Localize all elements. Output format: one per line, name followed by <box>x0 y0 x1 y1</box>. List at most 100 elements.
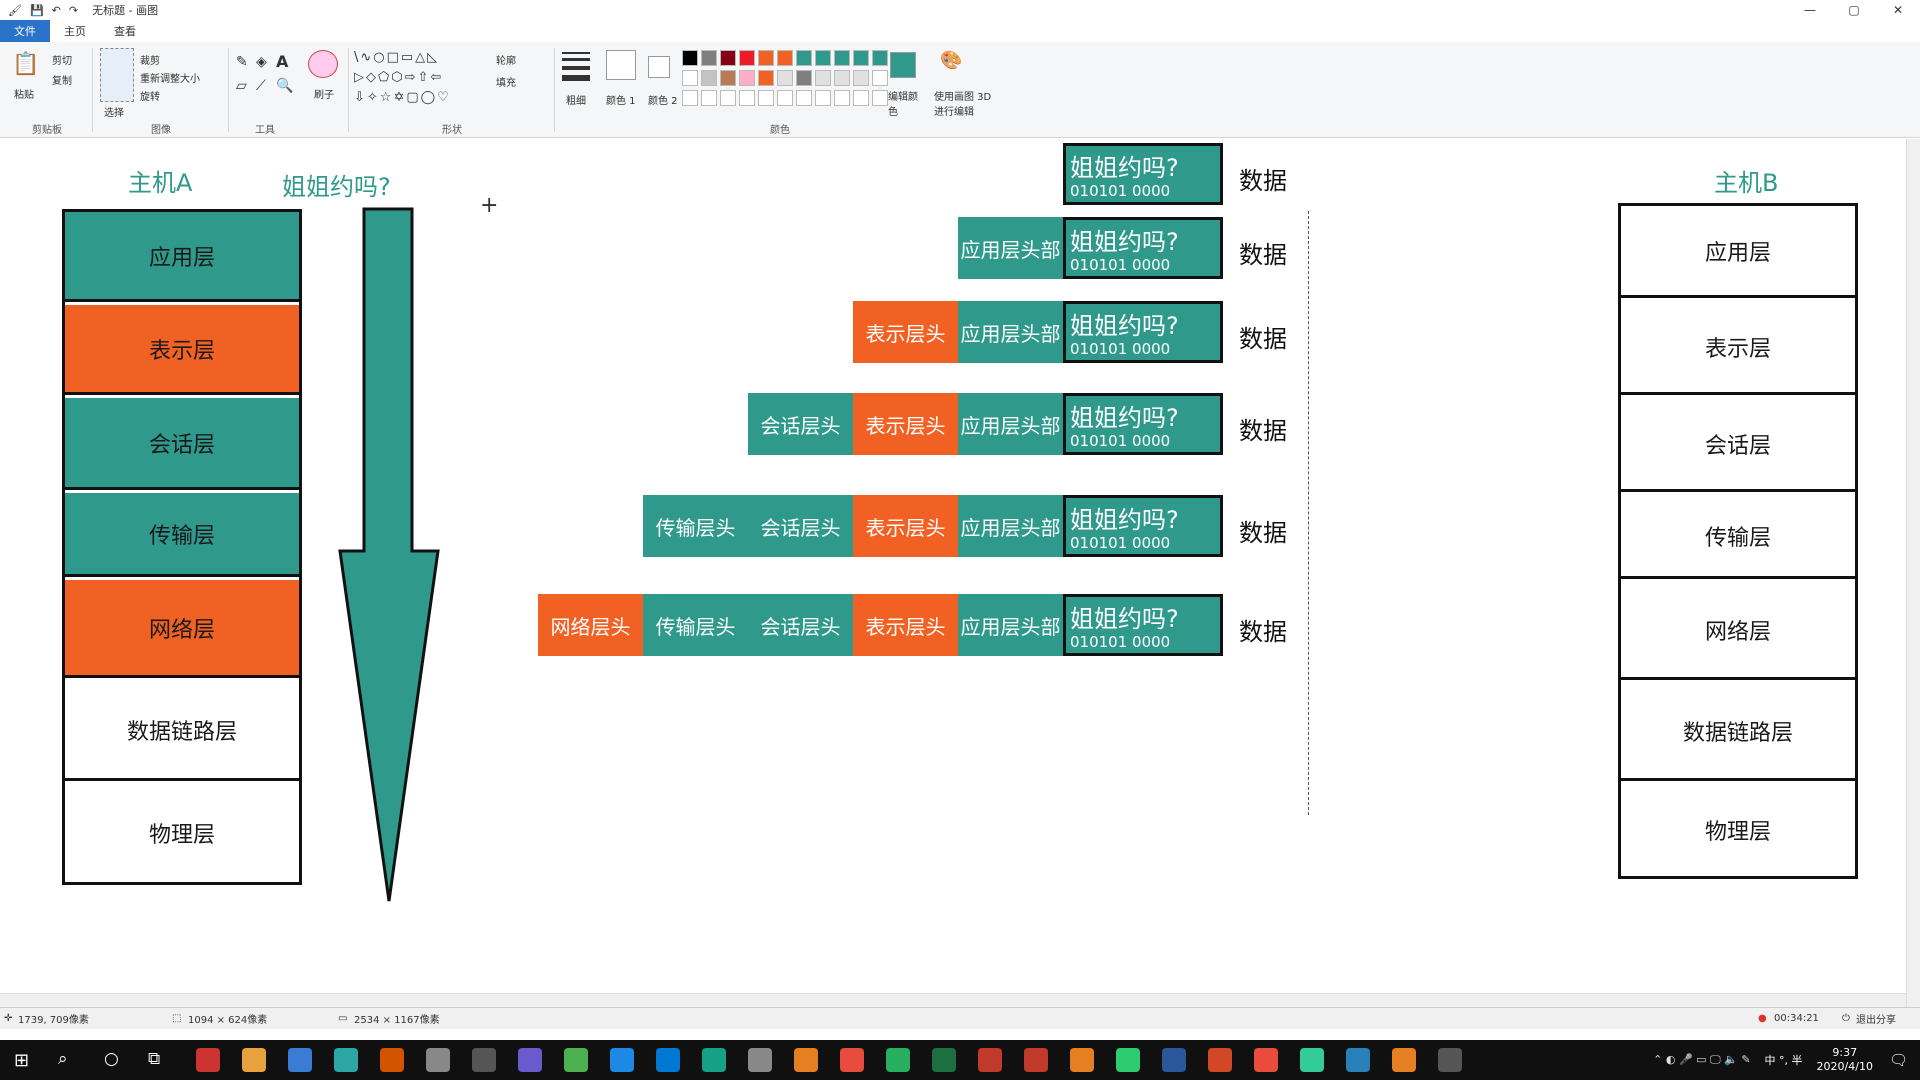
pencil-icon[interactable]: ✎ <box>236 54 248 70</box>
color-swatch[interactable] <box>739 50 755 66</box>
brush-icon[interactable] <box>308 50 338 78</box>
empty-swatch[interactable] <box>834 90 850 106</box>
color-swatch[interactable] <box>720 70 736 86</box>
color-swatch[interactable] <box>758 50 774 66</box>
taskbar-app-icon[interactable] <box>334 1048 358 1072</box>
taskbar-app-icon[interactable] <box>978 1048 1002 1072</box>
drawing-canvas[interactable]: 主机A 姐姐约吗? 应用层 表示层 会话层 传输层 网络层 数据链路层 物理层 … <box>0 139 1906 1007</box>
taskbar-app-icon[interactable] <box>242 1048 266 1072</box>
shapes-row-3[interactable]: ⇩✧☆✡▢◯♡ <box>354 90 451 105</box>
edit-colors-icon[interactable] <box>890 52 916 78</box>
color-swatch[interactable] <box>682 50 698 66</box>
color-swatch[interactable] <box>758 70 774 86</box>
empty-swatch[interactable] <box>682 90 698 106</box>
taskbar-app-icon[interactable] <box>1392 1048 1416 1072</box>
fill-button[interactable]: 填充 <box>496 78 516 89</box>
paste-icon[interactable]: 📋 <box>12 52 40 77</box>
taskbar-app-icon[interactable] <box>380 1048 404 1072</box>
redo-icon[interactable]: ↷ <box>68 3 79 17</box>
color-swatch[interactable] <box>682 70 698 86</box>
resize-button[interactable]: 重新调整大小 <box>140 74 200 85</box>
text-icon[interactable]: A <box>276 52 289 71</box>
color1-label[interactable]: 颜色 1 <box>606 96 636 107</box>
cortana-icon[interactable]: ○ <box>104 1049 119 1069</box>
color-swatch[interactable] <box>834 50 850 66</box>
search-icon[interactable]: ⌕ <box>58 1049 68 1069</box>
undo-icon[interactable]: ↶ <box>51 3 61 17</box>
select-button[interactable] <box>100 48 134 102</box>
taskbar-app-icon[interactable] <box>288 1048 312 1072</box>
shapes-row-2[interactable]: ▷◇⬠⬡⇨⇧⇦ <box>354 70 444 85</box>
color-swatch[interactable] <box>815 70 831 86</box>
tab-home[interactable]: 主页 <box>64 25 86 38</box>
color-swatch[interactable] <box>701 70 717 86</box>
taskbar-app-icon[interactable] <box>840 1048 864 1072</box>
size-icon[interactable] <box>562 75 590 81</box>
clock[interactable]: 9:37 2020/4/10 <box>1817 1046 1873 1074</box>
empty-swatch[interactable] <box>872 90 888 106</box>
color1-swatch[interactable] <box>606 50 636 80</box>
copy-button[interactable]: 复制 <box>52 76 72 87</box>
taskbar-app-icon[interactable] <box>1438 1048 1462 1072</box>
empty-swatch[interactable] <box>701 90 717 106</box>
tab-view[interactable]: 查看 <box>114 25 136 38</box>
empty-swatch[interactable] <box>872 70 888 86</box>
empty-swatch[interactable] <box>815 90 831 106</box>
brush-label[interactable]: 刷子 <box>314 90 334 101</box>
vertical-scrollbar[interactable] <box>1906 139 1920 1007</box>
color2-swatch[interactable] <box>648 56 670 78</box>
color-swatch[interactable] <box>777 50 793 66</box>
taskbar-app-icon[interactable] <box>748 1048 772 1072</box>
empty-swatch[interactable] <box>720 90 736 106</box>
task-view-icon[interactable]: ⧉ <box>148 1049 161 1069</box>
color-swatch[interactable] <box>739 70 755 86</box>
empty-swatch[interactable] <box>739 90 755 106</box>
paint3d-button[interactable]: 使用画图 3D 进行编辑 <box>934 92 992 118</box>
taskbar-app-icon[interactable] <box>1024 1048 1048 1072</box>
taskbar-app-icon[interactable] <box>1116 1048 1140 1072</box>
empty-swatch[interactable] <box>796 90 812 106</box>
start-icon[interactable]: ⊞ <box>14 1050 30 1071</box>
taskbar-app-icon[interactable] <box>656 1048 680 1072</box>
color-swatch[interactable] <box>815 50 831 66</box>
save-icon[interactable]: 💾 <box>29 3 44 17</box>
empty-swatch[interactable] <box>758 90 774 106</box>
eraser-icon[interactable]: ▱ <box>236 78 247 94</box>
taskbar-app-icon[interactable] <box>702 1048 726 1072</box>
empty-swatch[interactable] <box>853 90 869 106</box>
taskbar-app-icon[interactable] <box>1254 1048 1278 1072</box>
taskbar-app-icon[interactable] <box>1162 1048 1186 1072</box>
rotate-button[interactable]: 旋转 <box>140 92 160 103</box>
magnifier-icon[interactable]: 🔍 <box>276 78 294 94</box>
tab-file[interactable]: 文件 <box>0 20 50 42</box>
exit-share-icon[interactable]: ⏻ <box>1842 1013 1850 1024</box>
crop-button[interactable]: 裁剪 <box>140 56 160 67</box>
color-swatch[interactable] <box>853 70 869 86</box>
taskbar-app-icon[interactable] <box>932 1048 956 1072</box>
empty-swatch[interactable] <box>777 90 793 106</box>
color-swatch[interactable] <box>720 50 736 66</box>
paint3d-icon[interactable]: 🎨 <box>940 50 963 71</box>
color-swatch[interactable] <box>834 70 850 86</box>
color-swatch[interactable] <box>796 50 812 66</box>
taskbar-app-icon[interactable] <box>1208 1048 1232 1072</box>
taskbar-app-icon[interactable] <box>886 1048 910 1072</box>
color2-label[interactable]: 颜色 2 <box>648 96 678 107</box>
taskbar-app-icon[interactable] <box>472 1048 496 1072</box>
close-button[interactable]: ✕ <box>1892 3 1904 17</box>
shapes-row-1[interactable]: \∿○□▭△◺ <box>354 50 440 65</box>
picker-icon[interactable]: ⟋ <box>256 78 266 94</box>
tray-icons[interactable]: ⌃ ◐ 🎤 ▭ 🖵 🔈 ✎ <box>1653 1053 1751 1066</box>
taskbar-app-icon[interactable] <box>794 1048 818 1072</box>
cut-button[interactable]: 剪切 <box>52 56 72 67</box>
taskbar-app-icon[interactable] <box>518 1048 542 1072</box>
taskbar-app-icon[interactable] <box>564 1048 588 1072</box>
exit-share-button[interactable]: 退出分享 <box>1856 1015 1896 1026</box>
paste-button[interactable]: 粘贴 <box>14 90 34 101</box>
horizontal-scrollbar[interactable] <box>0 993 1906 1007</box>
taskbar-app-icon[interactable] <box>610 1048 634 1072</box>
color-swatch[interactable] <box>853 50 869 66</box>
ime-indicator[interactable]: 中 °, 半 <box>1764 1054 1803 1067</box>
taskbar-app-icon[interactable] <box>1070 1048 1094 1072</box>
maximize-button[interactable]: ▢ <box>1848 3 1860 17</box>
